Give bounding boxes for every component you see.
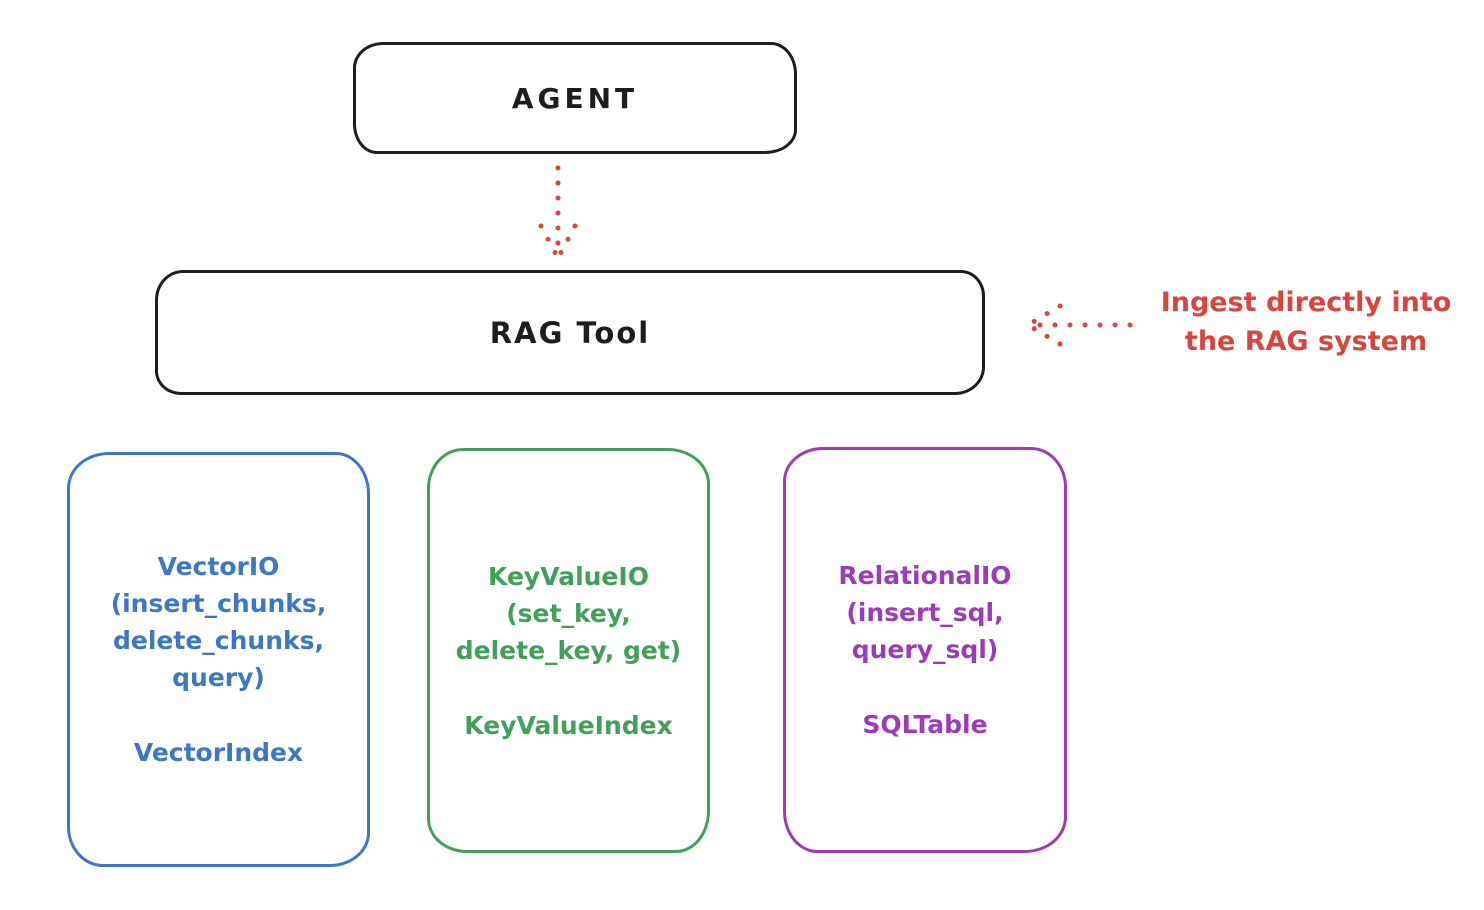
relational-io-signature: RelationalIO (insert_sql, query_sql) [838, 561, 1012, 664]
ingest-annotation-line2: the RAG system [1184, 326, 1428, 357]
agent-label: AGENT [511, 81, 639, 115]
agent-node: AGENT [353, 42, 797, 154]
annotation-to-ragtool-arrow-icon [1025, 303, 1133, 347]
vector-index-label: VectorIndex [133, 738, 304, 767]
agent-to-ragtool-arrow-icon [538, 165, 578, 261]
keyvalue-io-node: KeyValueIO (set_key, delete_key, get) Ke… [427, 448, 710, 853]
ingest-annotation: Ingest directly into the RAG system [1138, 283, 1474, 361]
rag-tool-label: RAG Tool [489, 315, 651, 350]
rag-tool-node: RAG Tool [155, 270, 985, 395]
ingest-annotation-line1: Ingest directly into [1160, 287, 1452, 318]
vector-io-signature: VectorIO (insert_chunks, delete_chunks, … [110, 552, 327, 692]
keyvalue-index-label: KeyValueIndex [464, 710, 673, 740]
sql-table-label: SQLTable [862, 710, 988, 739]
keyvalue-io-signature: KeyValueIO (set_key, delete_key, get) [455, 561, 682, 665]
relational-io-node: RelationalIO (insert_sql, query_sql) SQL… [783, 447, 1067, 853]
vector-io-node: VectorIO (insert_chunks, delete_chunks, … [67, 452, 370, 867]
